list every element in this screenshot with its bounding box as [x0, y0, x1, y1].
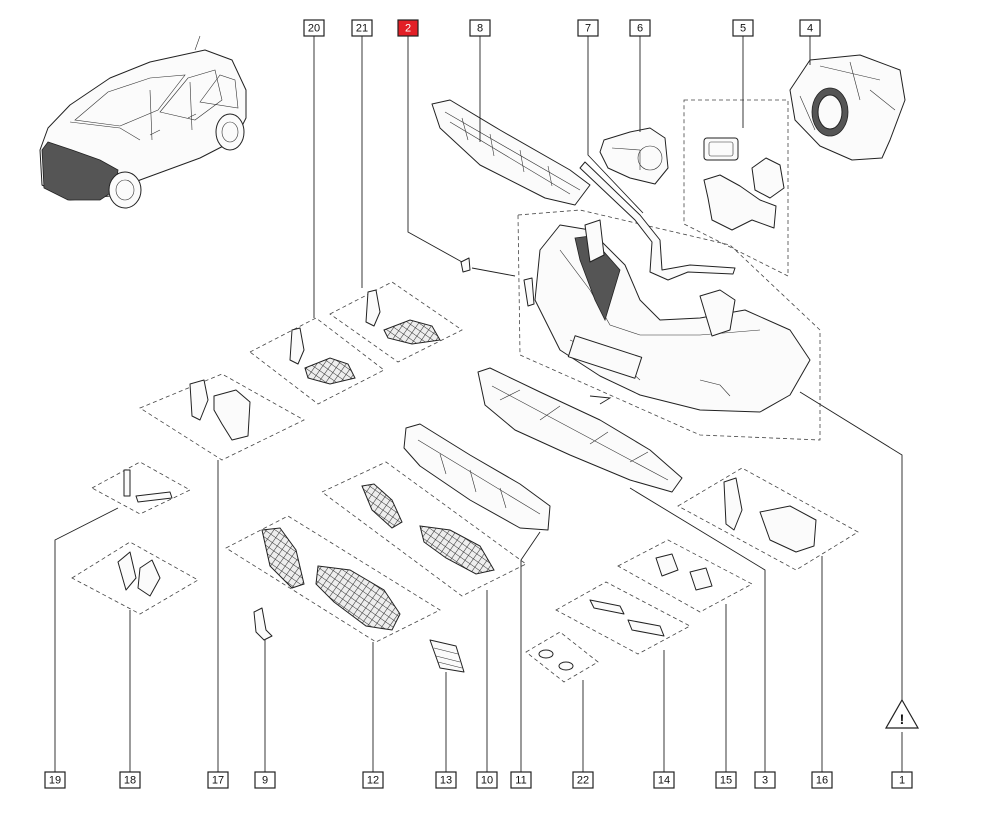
- callout-number: 5: [740, 23, 746, 35]
- group-frame-16: [677, 467, 859, 571]
- group-frame-22: [525, 631, 599, 683]
- warning-symbol: !: [900, 711, 905, 727]
- callout-18: 18: [119, 771, 141, 789]
- callout-box-frame: [254, 771, 276, 789]
- callout-box-frame: [715, 771, 737, 789]
- callout-number: 14: [658, 775, 670, 787]
- leader-lines: [54, 36, 903, 772]
- callout-labels: 20 21 2 8 7 6 5 4 19 18 17 9 12 13 10 11 22 14 15 3 16 1: [44, 19, 913, 789]
- car-overview-illustration: [39, 35, 247, 209]
- warning-triangle-icon: !: [884, 698, 920, 729]
- callout-box-frame: [572, 771, 594, 789]
- callout-box-frame: [303, 19, 325, 37]
- callout-box-frame: [362, 771, 384, 789]
- group-frame-5: [683, 99, 789, 277]
- group-frame-20: [249, 317, 385, 405]
- callout-number: 6: [637, 23, 643, 35]
- callout-box-frame: [435, 771, 457, 789]
- callout-number: 15: [720, 775, 732, 787]
- callout-number: 21: [356, 23, 368, 35]
- callout-number: 10: [481, 775, 493, 787]
- callout-16: 16: [811, 771, 833, 789]
- callout-3: 3: [754, 771, 776, 789]
- callout-number: 18: [124, 775, 136, 787]
- callout-4: 4: [799, 19, 821, 37]
- callout-number: 4: [807, 23, 813, 35]
- callout-box-frame: [754, 771, 776, 789]
- callout-number: 20: [308, 23, 320, 35]
- callout-box-frame: [629, 19, 651, 37]
- callout-box-frame: [469, 19, 491, 37]
- callout-number: 12: [367, 775, 379, 787]
- group-frame-14: [555, 581, 691, 655]
- group-frame-10: [321, 461, 527, 597]
- group-frame-12: [225, 515, 441, 643]
- callout-10: 10: [476, 771, 498, 789]
- callout-box-frame: [653, 771, 675, 789]
- group-frame-21: [329, 281, 463, 363]
- callout-1: 1: [891, 771, 913, 789]
- callout-15: 15: [715, 771, 737, 789]
- callout-number: 8: [477, 23, 483, 35]
- callout-box-frame: [510, 771, 532, 789]
- callout-9: 9: [254, 771, 276, 789]
- callout-number: 2: [405, 23, 411, 35]
- callout-box-frame: [891, 771, 913, 789]
- callout-17: 17: [207, 771, 229, 789]
- callout-21: 21: [351, 19, 373, 37]
- callout-22: 22: [572, 771, 594, 789]
- callout-20: 20: [303, 19, 325, 37]
- callout-11: 11: [510, 771, 532, 789]
- callout-number: 17: [212, 775, 224, 787]
- callout-12: 12: [362, 771, 384, 789]
- callout-box-frame: [397, 19, 419, 37]
- callout-number: 9: [262, 775, 268, 787]
- callout-number: 11: [515, 775, 526, 787]
- callout-number: 13: [440, 775, 452, 787]
- callout-box-frame: [207, 771, 229, 789]
- group-frame-bumper: [517, 209, 821, 441]
- callout-box-frame: [799, 19, 821, 37]
- callout-19: 19: [44, 771, 66, 789]
- callout-6: 6: [629, 19, 651, 37]
- callout-5: 5: [732, 19, 754, 37]
- callout-8: 8: [469, 19, 491, 37]
- callout-box-frame: [811, 771, 833, 789]
- callout-box-frame: [351, 19, 373, 37]
- callout-number: 22: [577, 775, 589, 787]
- group-frame-19: [91, 461, 191, 515]
- group-frame-18: [71, 541, 199, 615]
- callout-number: 1: [899, 775, 905, 787]
- callout-number: 19: [49, 775, 61, 787]
- callout-number: 16: [816, 775, 828, 787]
- callout-7: 7: [577, 19, 599, 37]
- group-frame-15: [617, 539, 753, 613]
- callout-2: 2: [397, 19, 419, 37]
- part-illustrations: [117, 54, 906, 673]
- callout-number: 7: [585, 23, 591, 35]
- callout-box-frame: [577, 19, 599, 37]
- callout-box-frame: [119, 771, 141, 789]
- callout-box-frame: [732, 19, 754, 37]
- callout-box-frame: [476, 771, 498, 789]
- callout-13: 13: [435, 771, 457, 789]
- callout-number: 3: [762, 775, 768, 787]
- callout-box-frame: [44, 771, 66, 789]
- callout-14: 14: [653, 771, 675, 789]
